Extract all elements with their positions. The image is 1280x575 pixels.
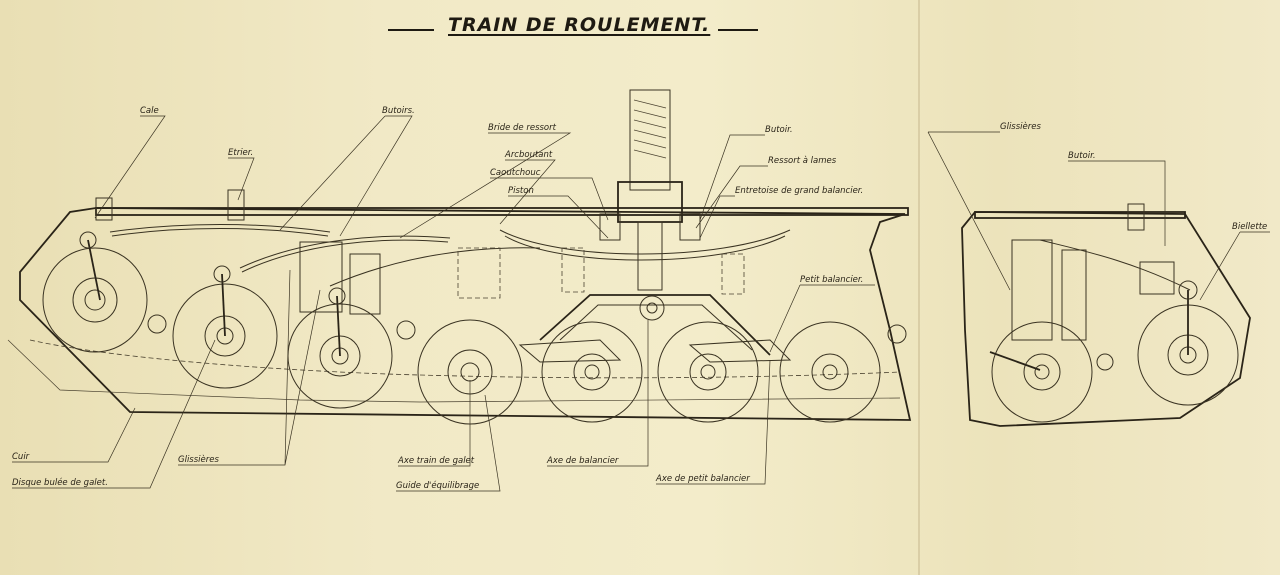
leaf-spring-1 (109, 224, 331, 233)
label-entretoise: Entretoise de grand balancier. (735, 186, 864, 196)
label-caoutchouc: Caoutchouc (490, 168, 541, 178)
wheel-7 (779, 321, 881, 423)
wheel-1 (42, 231, 148, 353)
leader-axe-balancier (547, 320, 649, 467)
glissiere-right-2 (1061, 249, 1087, 341)
bolt-3 (599, 213, 621, 241)
spring-column (629, 89, 671, 191)
title-dash-left (388, 29, 434, 31)
coil-spring (633, 99, 667, 159)
leader-glissieres-left (178, 269, 321, 466)
label-disque: Disque bulée de galet. (12, 478, 108, 488)
wheel-right-1 (989, 321, 1093, 423)
leaf-spring-1b (111, 228, 329, 237)
label-petit-balancier: Petit balancier. (800, 275, 864, 285)
leader-butoirs (279, 115, 413, 237)
label-arcboutant: Arcboutant (505, 150, 553, 160)
petit-balancier-left (518, 339, 622, 363)
leader-ressort (695, 165, 768, 229)
main-leaf-spring (499, 229, 791, 255)
leaf-spring-2b (241, 239, 449, 273)
guide-box-3 (721, 253, 745, 295)
label-ressort-a-lames: Ressort à lames (768, 156, 837, 166)
hull-inner-line (7, 339, 901, 403)
leader-butoir-center (699, 134, 765, 221)
wheel-3 (287, 287, 393, 409)
leader-axe-petit (656, 359, 771, 485)
glissiere-1 (299, 241, 343, 313)
petit-balancier-right (688, 339, 792, 363)
label-guide-equilibrage: Guide d'équilibrage (396, 481, 480, 491)
label-axe-train: Axe train de galet (398, 456, 475, 466)
grand-balancier (539, 294, 771, 356)
leader-caoutchouc (490, 177, 609, 221)
glissiere-2 (349, 253, 381, 315)
grand-balancier-inner (559, 304, 753, 351)
glissiere-right-1 (1011, 239, 1053, 341)
guide-box-1 (457, 247, 501, 299)
label-cale: Cale (140, 106, 159, 116)
wheel-6 (657, 321, 759, 423)
wheel-2 (172, 265, 278, 389)
balancier-pivot-inner (646, 302, 658, 314)
leader-entretoise (699, 195, 735, 239)
leader-cale (94, 115, 166, 219)
leader-cuir (12, 407, 136, 463)
label-etrier: Etrier. (228, 148, 254, 158)
track-line (29, 339, 901, 379)
leader-glissieres-right (927, 131, 1011, 291)
leader-disque (12, 339, 216, 489)
wheel-right-2 (1137, 280, 1239, 406)
leaf-spring-3 (329, 247, 541, 287)
leader-arcboutant (499, 159, 556, 225)
leader-guide (396, 394, 501, 492)
leader-butoir-right (1068, 160, 1166, 246)
balancier-pivot (639, 295, 665, 321)
leader-piston (508, 195, 609, 239)
leaf-spring-2 (239, 235, 451, 269)
nut-1 (147, 314, 167, 334)
leader-petit-balancier (769, 284, 875, 353)
main-leaf-spring-b (504, 235, 786, 261)
drawing-title: TRAIN DE ROULEMENT. (448, 14, 711, 36)
butoir-right-block (1139, 261, 1175, 295)
label-butoir-right: Butoir. (1068, 151, 1096, 161)
label-axe-balancier: Axe de balancier (547, 456, 619, 466)
leader-biellette (1199, 231, 1270, 301)
guide-box-2 (561, 247, 585, 293)
bolt-1 (95, 197, 113, 221)
label-piston: Piston (508, 186, 534, 196)
label-axe-petit-balancier: Axe de petit balancier (656, 474, 750, 484)
label-butoir-center: Butoir. (765, 125, 793, 135)
spring-right (1039, 239, 1191, 291)
leader-etrier (228, 157, 255, 201)
leader-axe-train (398, 380, 471, 467)
column-stem (637, 221, 663, 291)
bolt-right (1127, 203, 1145, 231)
title-dash-right (718, 29, 758, 31)
bolt-2 (227, 189, 245, 221)
label-biellette: Biellette (1232, 222, 1268, 232)
bolt-4 (679, 213, 701, 241)
hull-outline-right (961, 211, 1251, 427)
label-glissieres-left: Glissières (178, 455, 219, 465)
leader-bride (399, 132, 572, 239)
wheel-5 (541, 321, 643, 423)
title-block: TRAIN DE ROULEMENT. (388, 12, 758, 42)
label-glissieres-right: Glissières (1000, 122, 1041, 132)
top-plate-right (974, 211, 1186, 219)
label-bride-de-ressort: Bride de ressort (488, 123, 556, 133)
nut-right (1096, 353, 1114, 371)
hull-outline-left (19, 207, 912, 421)
nut-2 (396, 320, 416, 340)
label-butoirs: Butoirs. (382, 106, 415, 116)
label-cuir: Cuir (12, 452, 30, 462)
nut-3 (887, 324, 907, 344)
column-housing (617, 181, 683, 223)
